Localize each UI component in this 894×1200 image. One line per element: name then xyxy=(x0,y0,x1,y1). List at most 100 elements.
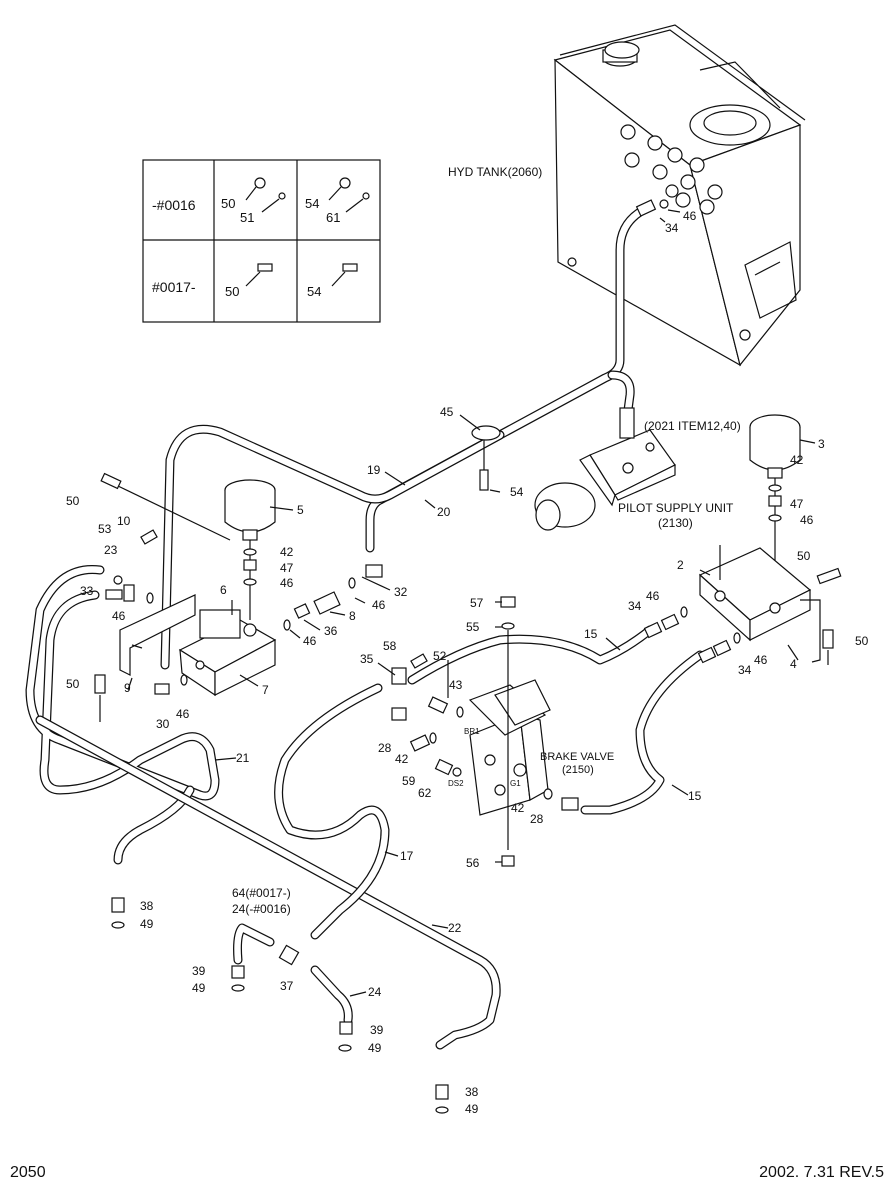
callout-49a: 49 xyxy=(140,917,154,931)
callout-46c: 46 xyxy=(112,609,126,623)
callout-42a: 42 xyxy=(790,453,804,467)
callout-56: 56 xyxy=(466,856,480,870)
label-note-64: 64(#0017-) xyxy=(232,886,291,900)
tank-ports xyxy=(620,124,723,215)
callout-10: 10 xyxy=(117,514,131,528)
callout-17: 17 xyxy=(400,849,414,863)
pilot-supply-unit xyxy=(534,407,676,531)
callout-46a: 46 xyxy=(683,209,697,223)
callout-36: 36 xyxy=(324,624,338,638)
table-label-54b: 54 xyxy=(307,284,321,299)
callout-34c: 34 xyxy=(738,663,752,677)
accumulator-3 xyxy=(749,414,801,590)
callout-5: 5 xyxy=(297,503,304,517)
table-serial-1: -#0016 xyxy=(152,197,196,213)
block-2 xyxy=(698,545,821,663)
callout-46i: 46 xyxy=(754,653,768,667)
label-hyd-tank: HYD TANK(2060) xyxy=(448,165,542,179)
callout-42d: 42 xyxy=(511,801,525,815)
callout-62: 62 xyxy=(418,786,432,800)
callout-9: 9 xyxy=(124,681,131,695)
label-brake-valve-1: BRAKE VALVE xyxy=(540,751,614,763)
brake-valve xyxy=(468,630,551,850)
table-label-51: 51 xyxy=(240,210,254,225)
callout-8: 8 xyxy=(349,609,356,623)
label-pilot-supply-1: PILOT SUPPLY UNIT xyxy=(618,501,734,515)
callout-46b: 46 xyxy=(800,513,814,527)
footer-date-revision: 2002. 7.31 REV.5 xyxy=(759,1164,884,1181)
callout-57: 57 xyxy=(470,596,484,610)
callout-34b: 34 xyxy=(628,599,642,613)
callout-58: 58 xyxy=(383,639,397,653)
callout-35: 35 xyxy=(360,652,374,666)
label-port-br1: BR1 xyxy=(464,727,480,736)
label-port-ds2: DS2 xyxy=(448,779,464,788)
callout-33: 33 xyxy=(80,584,94,598)
callout-49c: 49 xyxy=(368,1041,382,1055)
table-label-61: 61 xyxy=(326,210,340,225)
callout-53: 53 xyxy=(98,522,112,536)
callout-19: 19 xyxy=(367,463,381,477)
callout-42c: 42 xyxy=(395,752,409,766)
callout-37: 37 xyxy=(280,979,294,993)
label-brake-valve-2: (2150) xyxy=(562,764,594,776)
footer-page-number: 2050 xyxy=(10,1164,46,1181)
leader-lines xyxy=(127,209,816,997)
callout-2: 2 xyxy=(677,558,684,572)
accumulator-5 xyxy=(224,479,276,620)
table-serial-2: #0017- xyxy=(152,279,196,295)
callout-49d: 49 xyxy=(465,1102,479,1116)
table-label-50b: 50 xyxy=(225,284,239,299)
callout-42b: 42 xyxy=(280,545,294,559)
callout-numbers: 46 34 45 19 20 54 3 42 47 46 50 50 10 53… xyxy=(66,209,869,1116)
label-item-ref: (2021 ITEM12,40) xyxy=(644,419,741,433)
callout-6: 6 xyxy=(220,583,227,597)
callout-4: 4 xyxy=(790,657,797,671)
callout-47b: 47 xyxy=(280,561,294,575)
callout-50c: 50 xyxy=(66,677,80,691)
label-port-g1: G1 xyxy=(510,779,521,788)
callout-3: 3 xyxy=(818,437,825,451)
callout-52: 52 xyxy=(433,649,447,663)
block-7 xyxy=(178,609,277,697)
hose-lines xyxy=(25,207,705,1050)
callout-39a: 39 xyxy=(192,964,206,978)
callout-50d: 50 xyxy=(855,634,869,648)
callout-46h: 46 xyxy=(646,589,660,603)
callout-54: 54 xyxy=(510,485,524,499)
label-note-24: 24(-#0016) xyxy=(232,902,291,916)
callout-15b: 15 xyxy=(688,789,702,803)
bracket-9 xyxy=(119,594,196,676)
callout-46e: 46 xyxy=(372,598,386,612)
callout-22: 22 xyxy=(448,921,462,935)
callout-47a: 47 xyxy=(790,497,804,511)
callout-39b: 39 xyxy=(370,1023,384,1037)
callout-50b: 50 xyxy=(797,549,811,563)
serial-number-table: -#0016 #0017- 50 51 54 61 50 54 xyxy=(142,159,381,323)
callout-43: 43 xyxy=(449,678,463,692)
callout-23: 23 xyxy=(104,543,118,557)
callout-46d: 46 xyxy=(280,576,294,590)
fittings xyxy=(94,199,842,1114)
table-label-54a: 54 xyxy=(305,196,319,211)
callout-45: 45 xyxy=(440,405,454,419)
table-label-50a: 50 xyxy=(221,196,235,211)
hose-clamp-45 xyxy=(471,425,501,491)
callout-28b: 28 xyxy=(530,812,544,826)
callout-34a: 34 xyxy=(665,221,679,235)
table-bolt-icon xyxy=(245,177,370,287)
label-pilot-supply-2: (2130) xyxy=(658,516,693,530)
callout-24: 24 xyxy=(368,985,382,999)
callout-46g: 46 xyxy=(176,707,190,721)
callout-49b: 49 xyxy=(192,981,206,995)
callout-38a: 38 xyxy=(140,899,154,913)
callout-21: 21 xyxy=(236,751,250,765)
callout-7: 7 xyxy=(262,683,269,697)
callout-15a: 15 xyxy=(584,627,598,641)
callout-46f: 46 xyxy=(303,634,317,648)
callout-30: 30 xyxy=(156,717,170,731)
callout-59: 59 xyxy=(402,774,416,788)
callout-50a: 50 xyxy=(66,494,80,508)
callout-55: 55 xyxy=(466,620,480,634)
